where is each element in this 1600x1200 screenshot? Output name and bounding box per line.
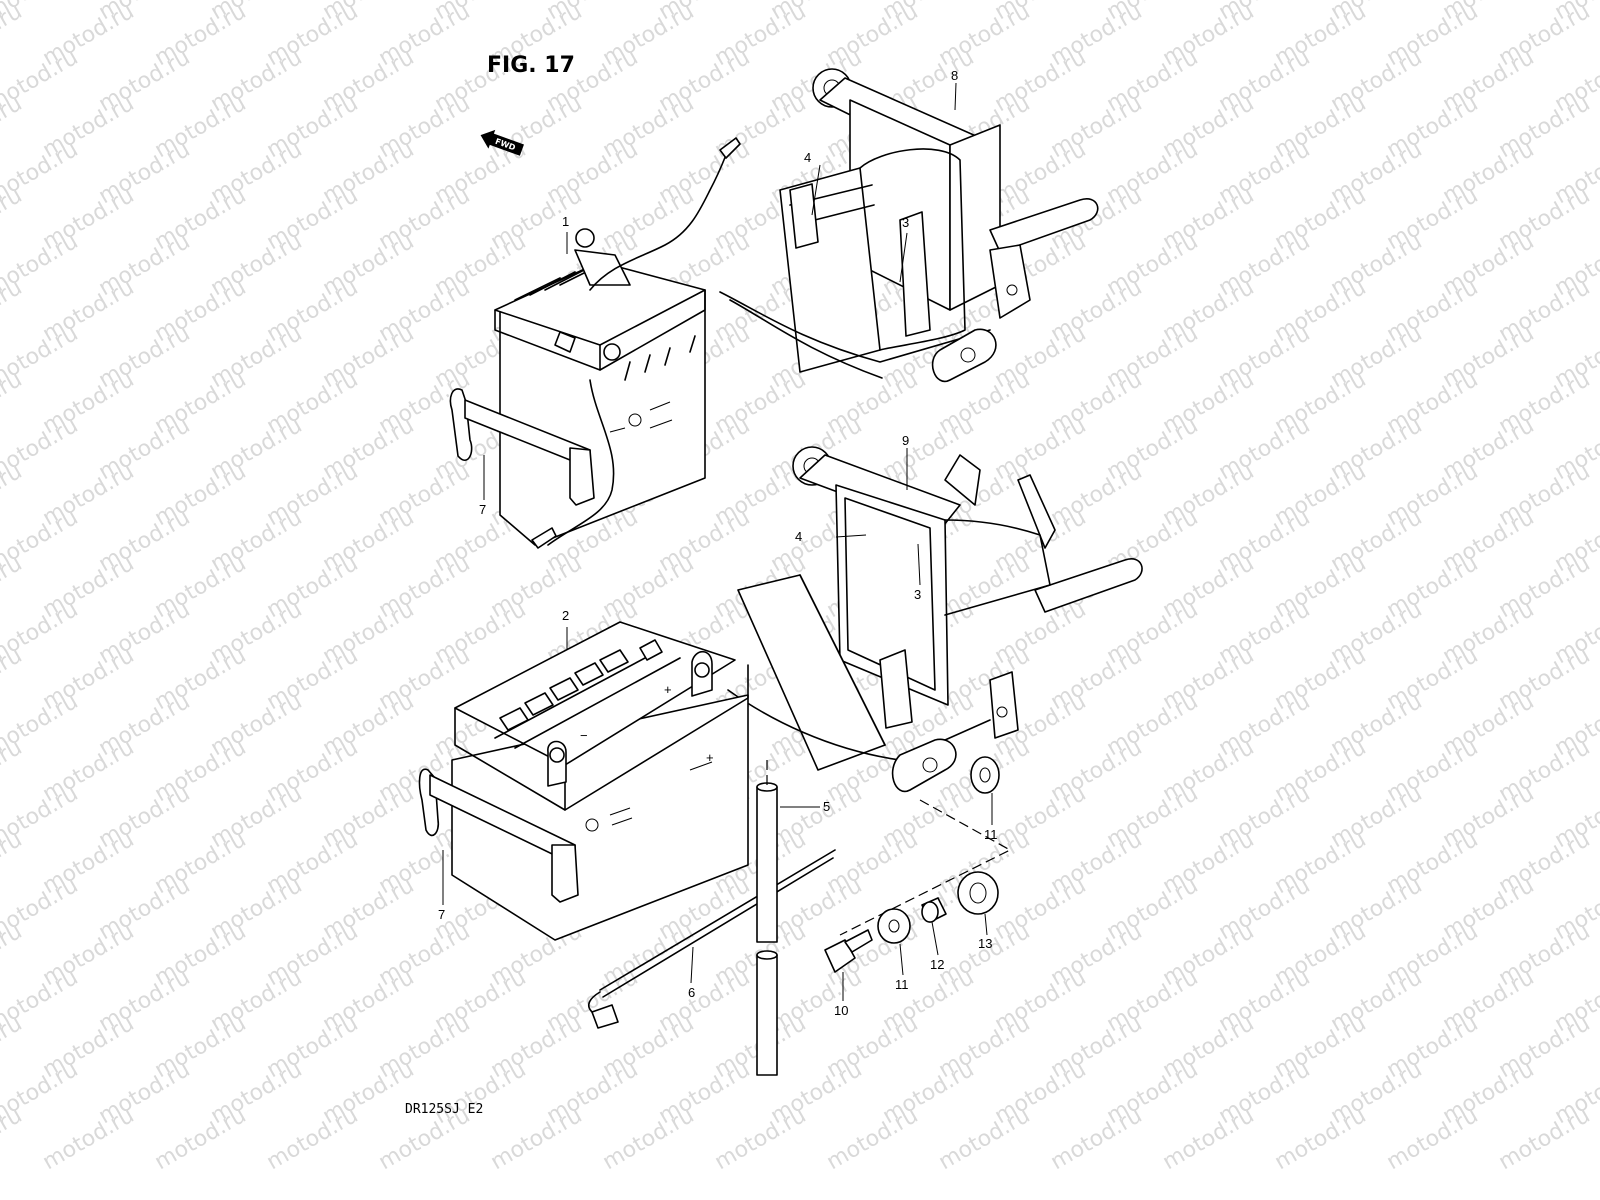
watermark-text: motod.ru [151, 1103, 251, 1175]
callout-11-upper: 11 [984, 827, 998, 842]
callout-2: 2 [562, 608, 569, 623]
battery-plus-mark-top: + [664, 682, 672, 697]
watermark-text: motod.ru [1271, 1103, 1371, 1175]
watermark-text: motod.ru [0, 735, 26, 807]
watermark-text: motod.ru [1159, 1103, 1259, 1175]
watermark-text: motod.ru [0, 827, 26, 899]
battery-upper [494, 137, 741, 549]
watermark-text: motod.ru [0, 91, 26, 163]
callout-4-lower: 4 [795, 529, 802, 544]
watermark-text: motod.ru [0, 1011, 26, 1083]
callout-12: 12 [930, 957, 944, 972]
battery-minus-mark-top: − [580, 728, 588, 743]
model-code: DR125SJ E2 [405, 1102, 483, 1117]
callout-6: 6 [688, 985, 695, 1000]
callout-11-lower: 11 [895, 977, 909, 992]
callout-9: 9 [902, 433, 909, 448]
callout-5: 5 [823, 799, 830, 814]
watermark-text: motod.ru [1383, 1103, 1483, 1175]
watermark-text: motod.ru [0, 183, 26, 255]
battery-holder-upper [719, 68, 1099, 383]
figure-title: FIG. 17 [487, 53, 575, 78]
watermark-text: motod.ru [599, 1103, 699, 1175]
callout-3-upper: 3 [902, 215, 909, 230]
strap-lower [418, 768, 579, 903]
watermark-text: motod.ru [0, 551, 26, 623]
watermark-text: motod.ru [711, 1103, 811, 1175]
watermark-text: motod.ru [0, 0, 26, 71]
callout-3-lower: 3 [914, 587, 921, 602]
callout-7-upper: 7 [479, 502, 486, 517]
callout-8: 8 [951, 68, 958, 83]
watermark-text: motod.ru [39, 1103, 139, 1175]
callout-10: 10 [834, 1003, 848, 1018]
watermark-text: motod.ru [0, 643, 26, 715]
watermark-text: motod.ru [0, 919, 26, 991]
callout-13: 13 [978, 936, 992, 951]
watermark-text: motod.ru [935, 1103, 1035, 1175]
fastener-axis-line [839, 799, 1012, 936]
collar [921, 897, 947, 923]
breather-tube [756, 760, 778, 1076]
battery-lower: + − + [451, 621, 749, 941]
watermark-text: motod.ru [823, 1103, 923, 1175]
washer-upper [970, 756, 1000, 794]
watermark-text: motod.ru [0, 367, 26, 439]
watermark-text: motod.ru [0, 1103, 26, 1175]
battery-holder-lower [727, 446, 1143, 793]
watermark-text: motod.ru [263, 1103, 363, 1175]
callout-numbers: 1 2 3 3 4 4 5 6 7 7 8 9 10 11 11 12 13 [438, 68, 998, 1018]
watermark-text: motod.ru [1495, 1103, 1595, 1175]
washer-lower [877, 908, 911, 944]
watermark-text: motod.ru [0, 275, 26, 347]
cushion [957, 871, 999, 915]
watermark-text: motod.ru [1047, 1103, 1147, 1175]
bolt [824, 929, 873, 973]
wiring-harness [588, 849, 836, 1029]
strap-upper [449, 388, 595, 506]
callout-7-lower: 7 [438, 907, 445, 922]
battery-plus-mark-side: + [706, 750, 714, 765]
callout-4-upper: 4 [804, 150, 811, 165]
callout-1: 1 [562, 214, 569, 229]
watermark-text: motod.ru [487, 1103, 587, 1175]
callout-leaders [442, 82, 993, 1001]
watermark-text: motod.ru [0, 459, 26, 531]
